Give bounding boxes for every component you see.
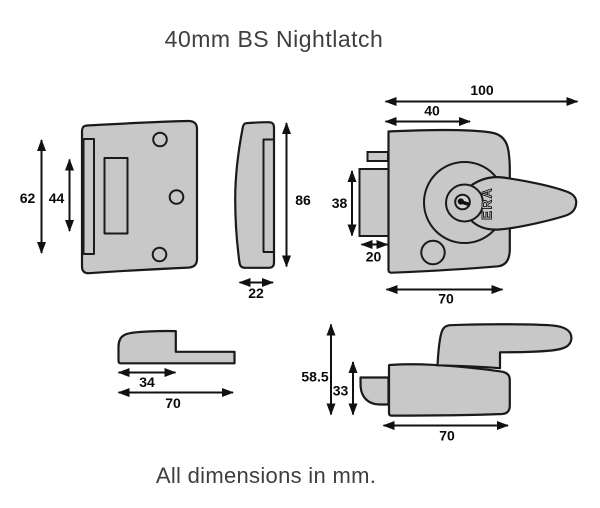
dim-label-keep-overall-height: 62 [20,190,36,206]
screw-hole [168,189,185,205]
snib-button [420,239,446,266]
dim-label-case-height: 86 [295,192,311,208]
side-body-outline [387,363,511,417]
dim-label-side-case-height: 33 [333,383,349,399]
handle-front [467,176,578,231]
keep-lip [82,138,95,255]
dim-label-keep-aperture-height: 44 [49,190,65,206]
keep-aperture [103,157,129,235]
key-bit [460,200,471,207]
case-profile-outline [234,121,276,269]
latch-bolt-front [358,168,390,237]
dim-label-bolt-height: 38 [332,195,348,211]
dimensions-note: All dimensions in mm. [156,463,376,488]
dim-label-front-overall-width: 100 [470,82,494,98]
screw-hole [152,131,168,148]
screw-hole [151,246,168,263]
dim-label-latch-bolt-section: 34 [139,374,155,390]
dim-label-case-depth: 22 [248,285,264,301]
brand-logo: ERA [480,187,495,220]
latch-profile-outline [117,329,236,365]
dim-label-bolt-throw: 20 [366,249,382,265]
forend-tab [366,151,389,162]
dim-label-side-overall-height: 58.5 [301,369,328,385]
keep-plate-outline [80,119,199,275]
dim-label-front-backset: 40 [424,103,440,119]
latch-profile-view: 34 70 [117,329,236,411]
dim-label-latch-overall-length: 70 [165,395,181,411]
lock-side-view: 58.5 33 70 [301,323,573,444]
side-handle [436,323,573,370]
diagram-title: 40mm BS Nightlatch [165,26,384,52]
case-profile-view: 86 22 [234,121,311,301]
lock-front-view: ERA 100 40 38 20 70 [332,82,579,307]
dim-label-side-case-width: 70 [439,428,455,444]
keep-front-view: 62 44 [20,119,199,275]
side-latch-bolt [359,376,390,406]
dim-label-front-case-width: 70 [438,291,454,307]
case-profile-lip [262,138,274,253]
